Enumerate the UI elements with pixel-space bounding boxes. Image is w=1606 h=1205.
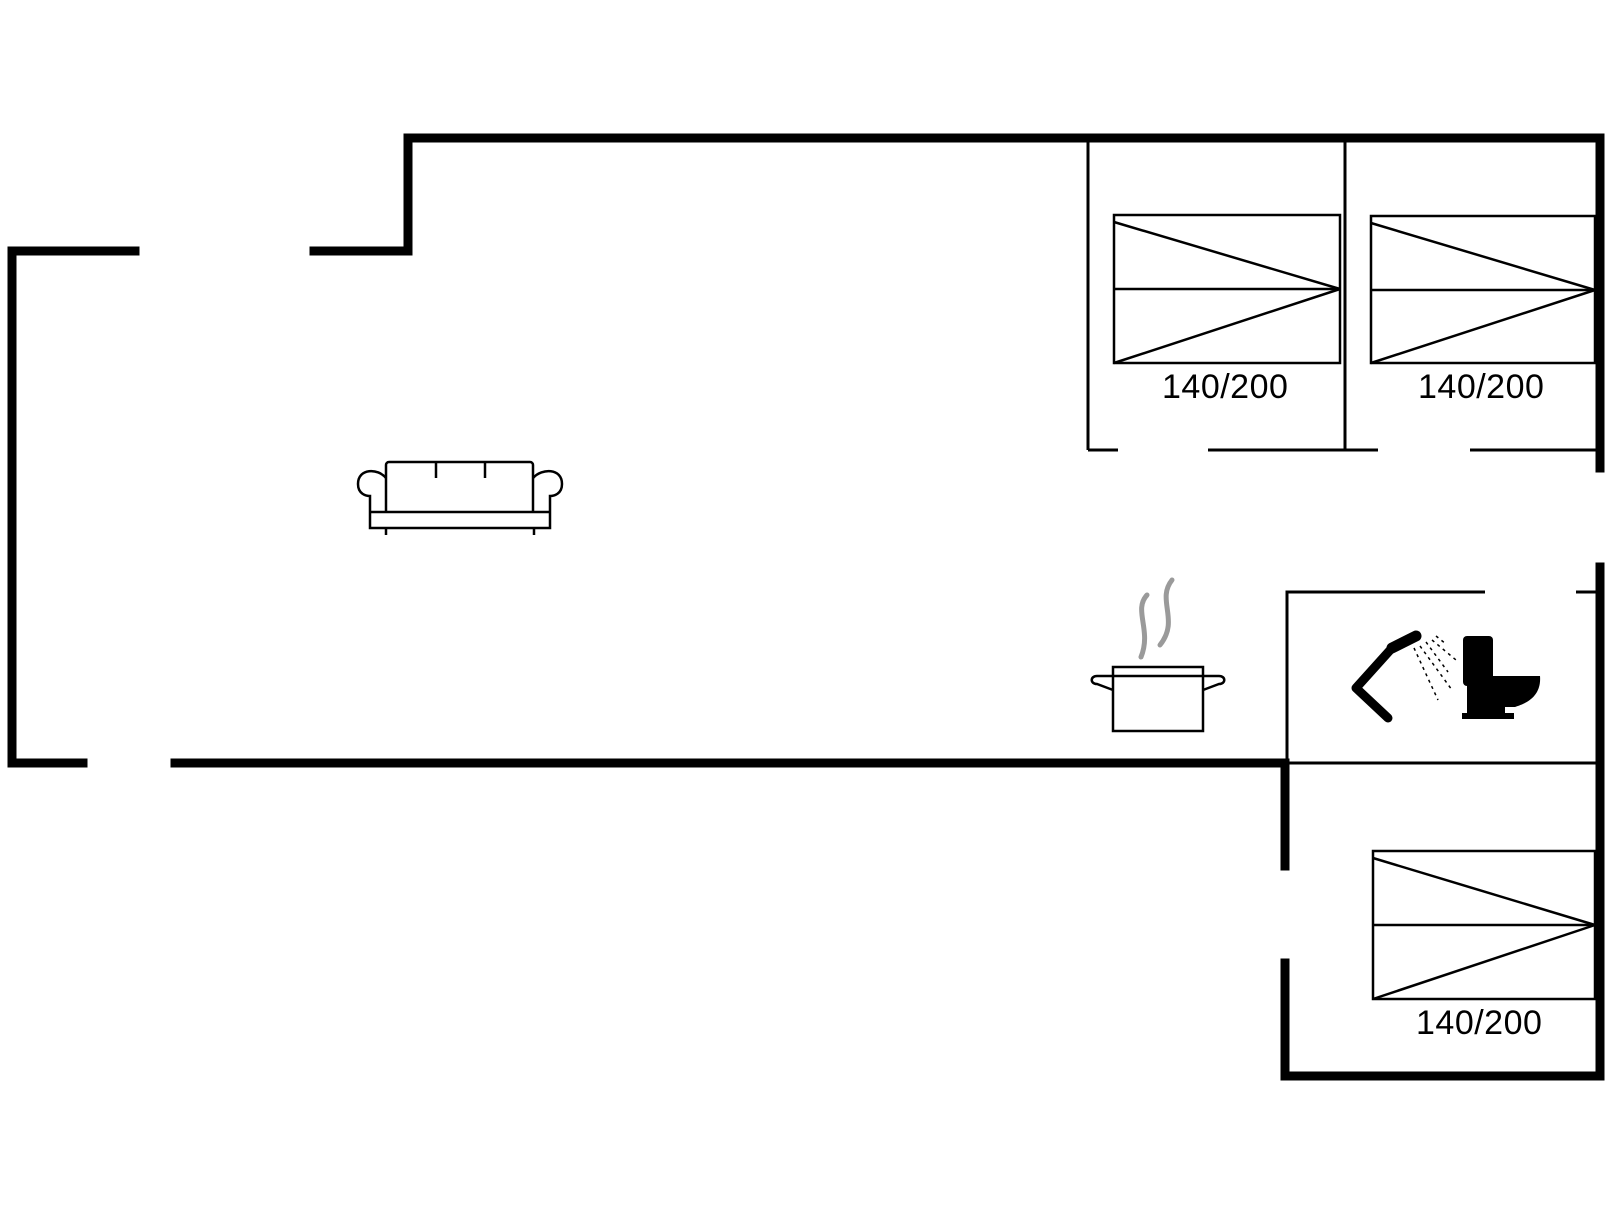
south-east-wall bbox=[1280, 562, 1605, 1081]
bedroom-2-bed-size: 140/200 bbox=[1418, 368, 1545, 406]
north-wall bbox=[309, 133, 1605, 473]
sofa-icon bbox=[356, 460, 564, 535]
cooking-pot-icon bbox=[1090, 577, 1226, 733]
west-wall bbox=[7, 246, 140, 768]
interior-walls bbox=[1086, 140, 1598, 765]
bedroom-3-bed-size: 140/200 bbox=[1416, 1004, 1543, 1042]
bed-bedroom-1 bbox=[1112, 213, 1342, 365]
shower-icon bbox=[1351, 630, 1457, 723]
bed-bedroom-2 bbox=[1369, 214, 1597, 365]
bedroom-1-bed-size: 140/200 bbox=[1162, 368, 1289, 406]
bathroom-north-west-wall bbox=[1285, 590, 1485, 763]
outer-walls bbox=[7, 133, 1605, 1081]
toilet-icon bbox=[1462, 636, 1541, 719]
bed-bedroom-3 bbox=[1371, 849, 1597, 1001]
